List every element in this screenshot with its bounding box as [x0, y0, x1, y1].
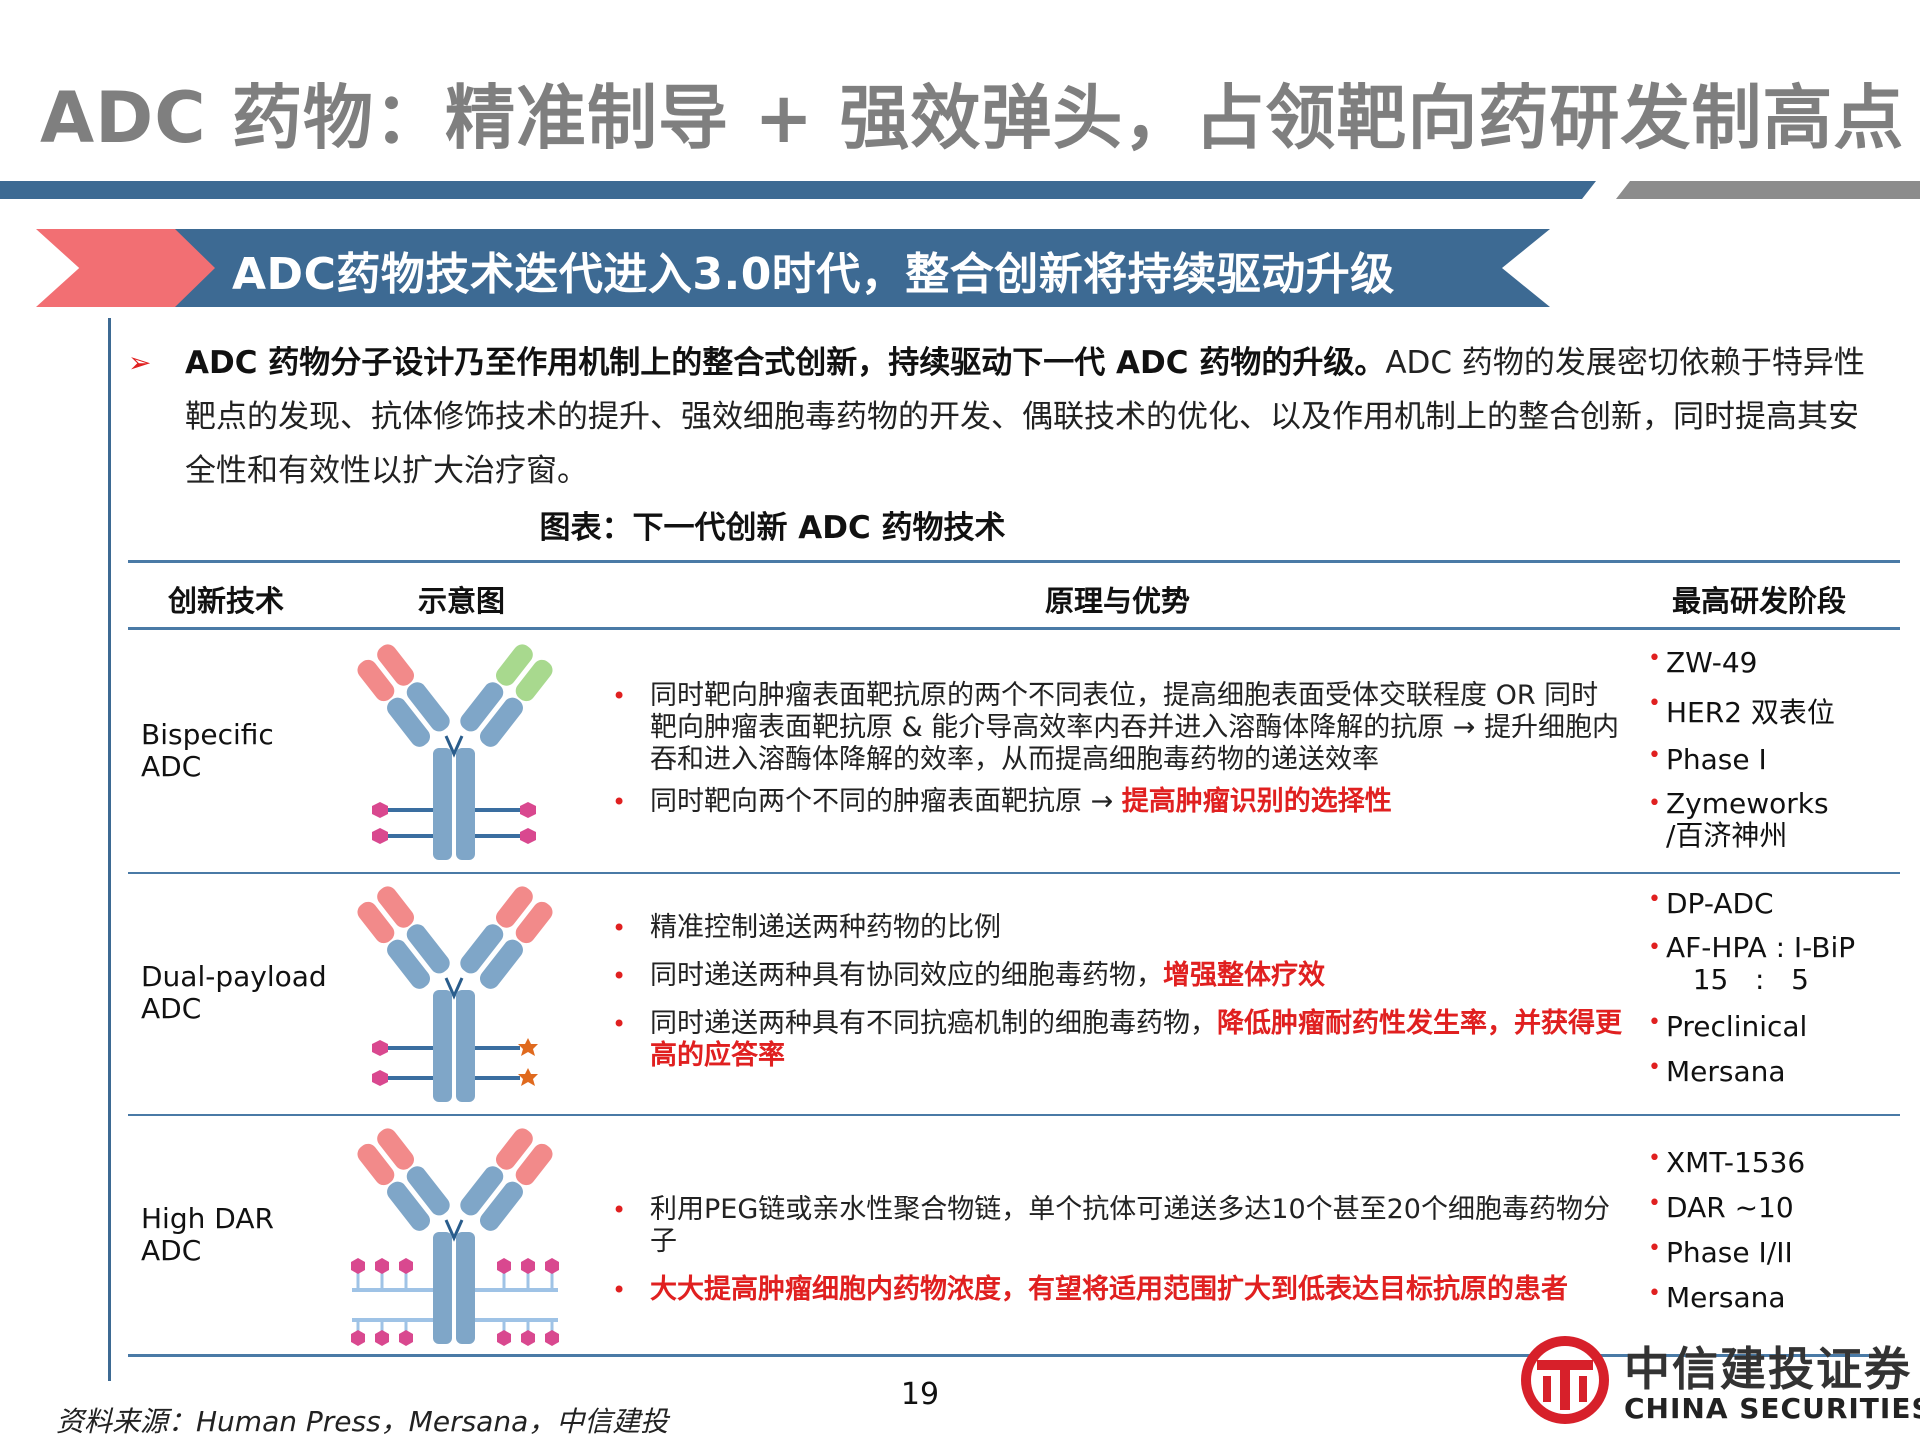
stage-item: Zymeworks /百济神州 — [1648, 788, 1908, 852]
stage-cell: XMT-1536 DAR ~10 Phase I/II Mersana — [1648, 1146, 1908, 1314]
table-header-rule — [128, 627, 1900, 630]
stage-item: Mersana — [1648, 1055, 1908, 1088]
source-note: 资料来源：Human Press，Mersana，中信建投 — [56, 1405, 669, 1438]
banner-title: ADC药物技术迭代进入3.0时代，整合创新将持续驱动升级 — [232, 249, 1395, 300]
arrow-bullet-icon: ➢ — [128, 346, 152, 379]
principle-text: 同时靶向两个不同的肿瘤表面靶抗原 → — [650, 786, 1122, 817]
stage-cell: DP-ADC AF-HPA : I-BiP 15 : 5 Preclinical… — [1648, 887, 1908, 1088]
page-number: 19 — [900, 1377, 940, 1412]
logo-english: CHINA SECURITIES — [1624, 1392, 1920, 1425]
principle-highlight: 大大提高肿瘤细胞内药物浓度，有望将适用范围扩大到低表达目标抗原的患者 — [650, 1274, 1568, 1305]
figure-title: 图表：下一代创新 ADC 药物技术 — [539, 510, 1006, 546]
principle-highlight: 增强整体疗效 — [1163, 960, 1325, 991]
stage-item: ZW-49 — [1648, 646, 1908, 679]
row-divider — [128, 1114, 1900, 1116]
stage-item: Phase I/II — [1648, 1236, 1908, 1269]
table-top-rule — [128, 560, 1900, 563]
table-bottom-rule — [128, 1354, 1900, 1357]
principle-item: 精准控制递送两种药物的比例 — [612, 912, 1622, 944]
intro-bold: ADC 药物分子设计乃至作用机制上的整合式创新，持续驱动下一代 ADC 药物的升… — [185, 345, 1386, 381]
principle-item: 同时递送两种具有不同抗癌机制的细胞毒药物，降低肿瘤耐药性发生率，并获得更高的应答… — [612, 1008, 1622, 1072]
principle-text: 同时递送两种具有协同效应的细胞毒药物， — [650, 960, 1163, 991]
stage-item: AF-HPA : I-BiP 15 : 5 — [1648, 932, 1908, 996]
principle-highlight: 降低肿瘤耐药性发生率，并获得更高的应答率 — [650, 1008, 1622, 1071]
header-principle: 原理与优势 — [1045, 584, 1191, 618]
principle-highlight: 提高肿瘤识别的选择性 — [1121, 786, 1392, 817]
stage-item: XMT-1536 — [1648, 1146, 1908, 1179]
stage-cell: ZW-49 HER2 双表位 Phase I Zymeworks /百济神州 — [1648, 646, 1908, 852]
tech-name: Dual-payload ADC — [141, 960, 327, 1025]
principle-item: 大大提高肿瘤细胞内药物浓度，有望将适用范围扩大到低表达目标抗原的患者 — [612, 1274, 1622, 1306]
stage-item: DP-ADC — [1648, 887, 1908, 920]
principle-text: 精准控制递送两种药物的比例 — [650, 912, 1001, 943]
bispecific-antibody-diagram — [357, 644, 553, 860]
stage-item: DAR ~10 — [1648, 1191, 1908, 1224]
header-divider-gray — [1616, 181, 1920, 199]
principle-cell: 精准控制递送两种药物的比例 同时递送两种具有协同效应的细胞毒药物，增强整体疗效 … — [612, 912, 1622, 1072]
tech-name: High DAR ADC — [141, 1202, 274, 1267]
page-title: ADC 药物：精准制导 + 强效弹头，占领靶向药研发制高点 — [40, 77, 1905, 159]
citic-logo-icon — [1521, 1336, 1609, 1424]
principle-item: 同时递送两种具有协同效应的细胞毒药物，增强整体疗效 — [612, 960, 1622, 992]
stage-item: HER2 双表位 — [1648, 691, 1908, 731]
dual-payload-antibody-diagram — [357, 886, 553, 1102]
intro-paragraph: ADC 药物分子设计乃至作用机制上的整合式创新，持续驱动下一代 ADC 药物的升… — [185, 336, 1885, 498]
intro-normal: ADC 药物的发展密切依赖于特异性靶点的发现、抗体修饰技术的提升、强效细胞毒药物… — [185, 345, 1865, 489]
stage-item: Phase I — [1648, 743, 1908, 776]
stage-item: Preclinical — [1648, 1010, 1908, 1043]
principle-text: 同时靶向肿瘤表面靶抗原的两个不同表位，提高细胞表面受体交联程度 OR 同时靶向肿… — [650, 680, 1620, 775]
high-dar-antibody-diagram — [351, 1128, 559, 1346]
principle-item: 同时靶向两个不同的肿瘤表面靶抗原 → 提高肿瘤识别的选择性 — [612, 786, 1622, 818]
principle-cell: 同时靶向肿瘤表面靶抗原的两个不同表位，提高细胞表面受体交联程度 OR 同时靶向肿… — [612, 680, 1622, 818]
header-diagram: 示意图 — [418, 584, 506, 618]
stage-item: Mersana — [1648, 1281, 1908, 1314]
principle-text: 利用PEG链或亲水性聚合物链，单个抗体可递送多达10个甚至20个细胞毒药物分子 — [650, 1194, 1610, 1257]
tech-name: Bispecific ADC — [141, 718, 274, 783]
principle-item: 利用PEG链或亲水性聚合物链，单个抗体可递送多达10个甚至20个细胞毒药物分子 — [612, 1194, 1622, 1258]
header-tech: 创新技术 — [168, 584, 285, 618]
banner-background — [175, 229, 1550, 307]
principle-item: 同时靶向肿瘤表面靶抗原的两个不同表位，提高细胞表面受体交联程度 OR 同时靶向肿… — [612, 680, 1622, 776]
header-stage: 最高研发阶段 — [1672, 584, 1847, 618]
principle-text: 同时递送两种具有不同抗癌机制的细胞毒药物， — [650, 1008, 1217, 1039]
row-divider — [128, 872, 1900, 874]
logo-chinese: 中信建投证券 — [1624, 1342, 1912, 1396]
header-divider-blue — [0, 181, 1596, 199]
left-vertical-rule — [108, 318, 111, 1381]
principle-cell: 利用PEG链或亲水性聚合物链，单个抗体可递送多达10个甚至20个细胞毒药物分子 … — [612, 1194, 1622, 1306]
